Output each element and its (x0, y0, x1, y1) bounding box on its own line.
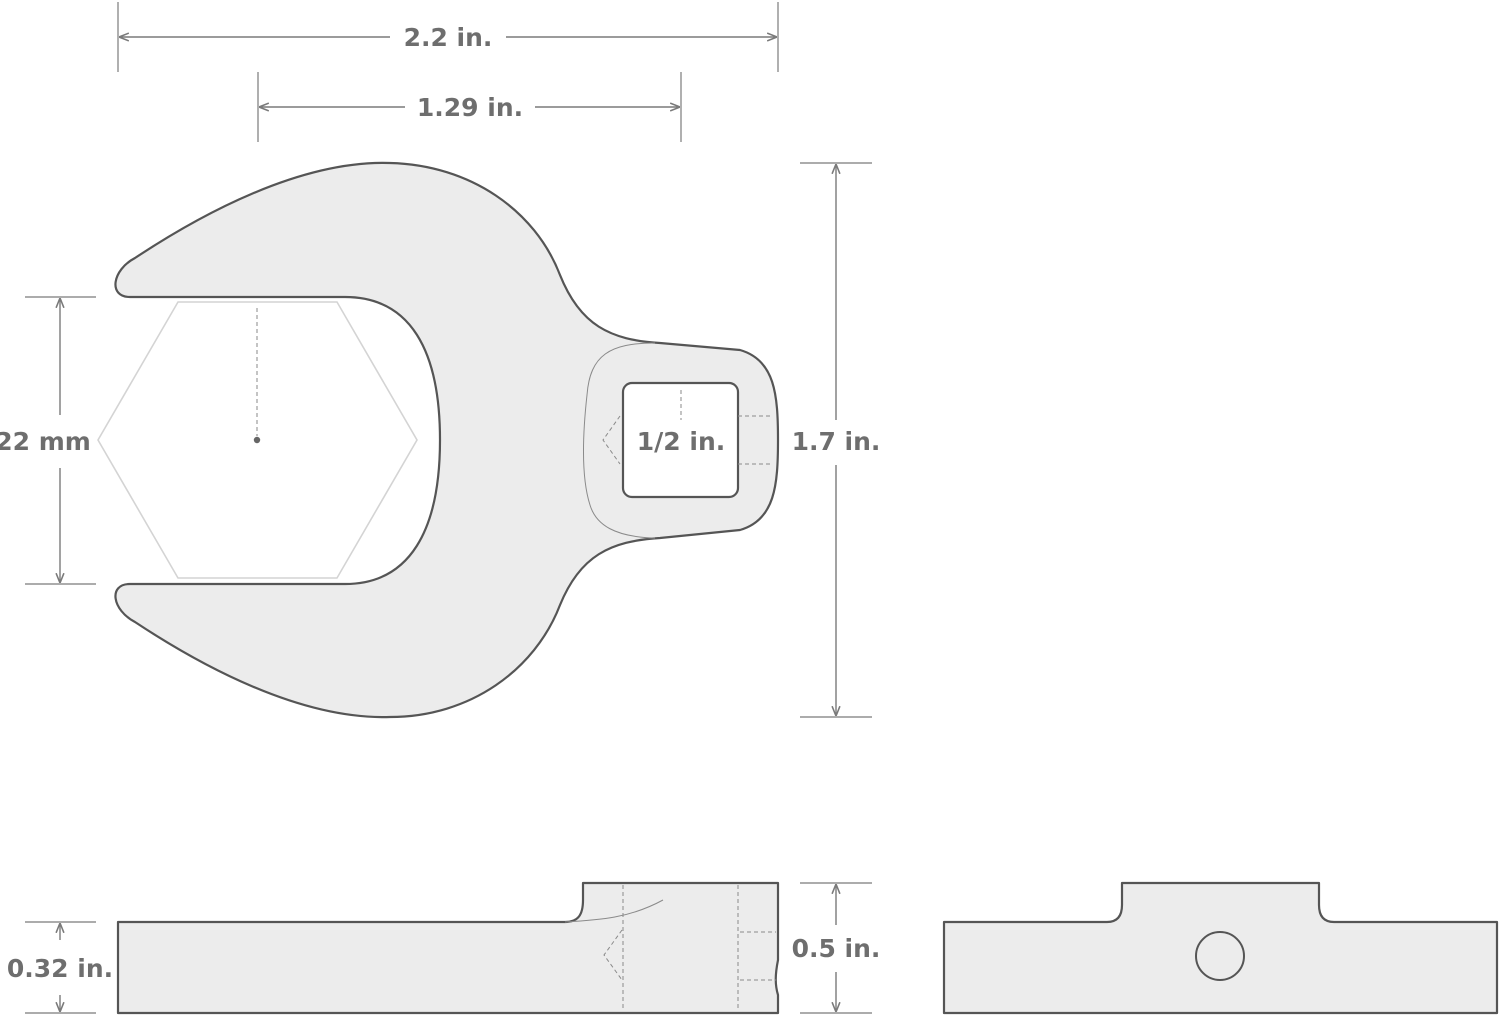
dimension-lines (25, 2, 872, 1014)
side-view (116, 881, 780, 1015)
end-view (942, 881, 1499, 1015)
drive-thickness-label: 0.5 in. (792, 934, 881, 963)
hex-fastener-outline (97, 301, 418, 579)
side-profile (116, 881, 780, 1015)
side-detent-right (740, 931, 776, 981)
drive-size-label: 1/2 in. (637, 427, 726, 456)
detent-left (602, 415, 621, 465)
detent-right (738, 415, 773, 465)
head-to-drive-label: 1.29 in. (417, 93, 523, 122)
detent-ball-hole (1195, 931, 1245, 981)
overall-width-label: 2.2 in. (404, 23, 493, 52)
opening-size-label: 22 mm (0, 427, 91, 456)
dimension-labels: 2.2 in. 1.29 in. 1.7 in. 22 mm 1/2 in. 0… (0, 23, 880, 983)
opening-center-dot (253, 436, 261, 444)
body-thickness-label: 0.32 in. (7, 954, 113, 983)
drive-boss-edge (583, 342, 656, 539)
overall-height-label: 1.7 in. (792, 427, 881, 456)
side-fillet-curve (564, 899, 664, 923)
side-detent-left (603, 929, 623, 981)
square-drive-hole (621, 381, 740, 499)
wrench-body (114, 161, 780, 719)
top-view (97, 161, 780, 719)
